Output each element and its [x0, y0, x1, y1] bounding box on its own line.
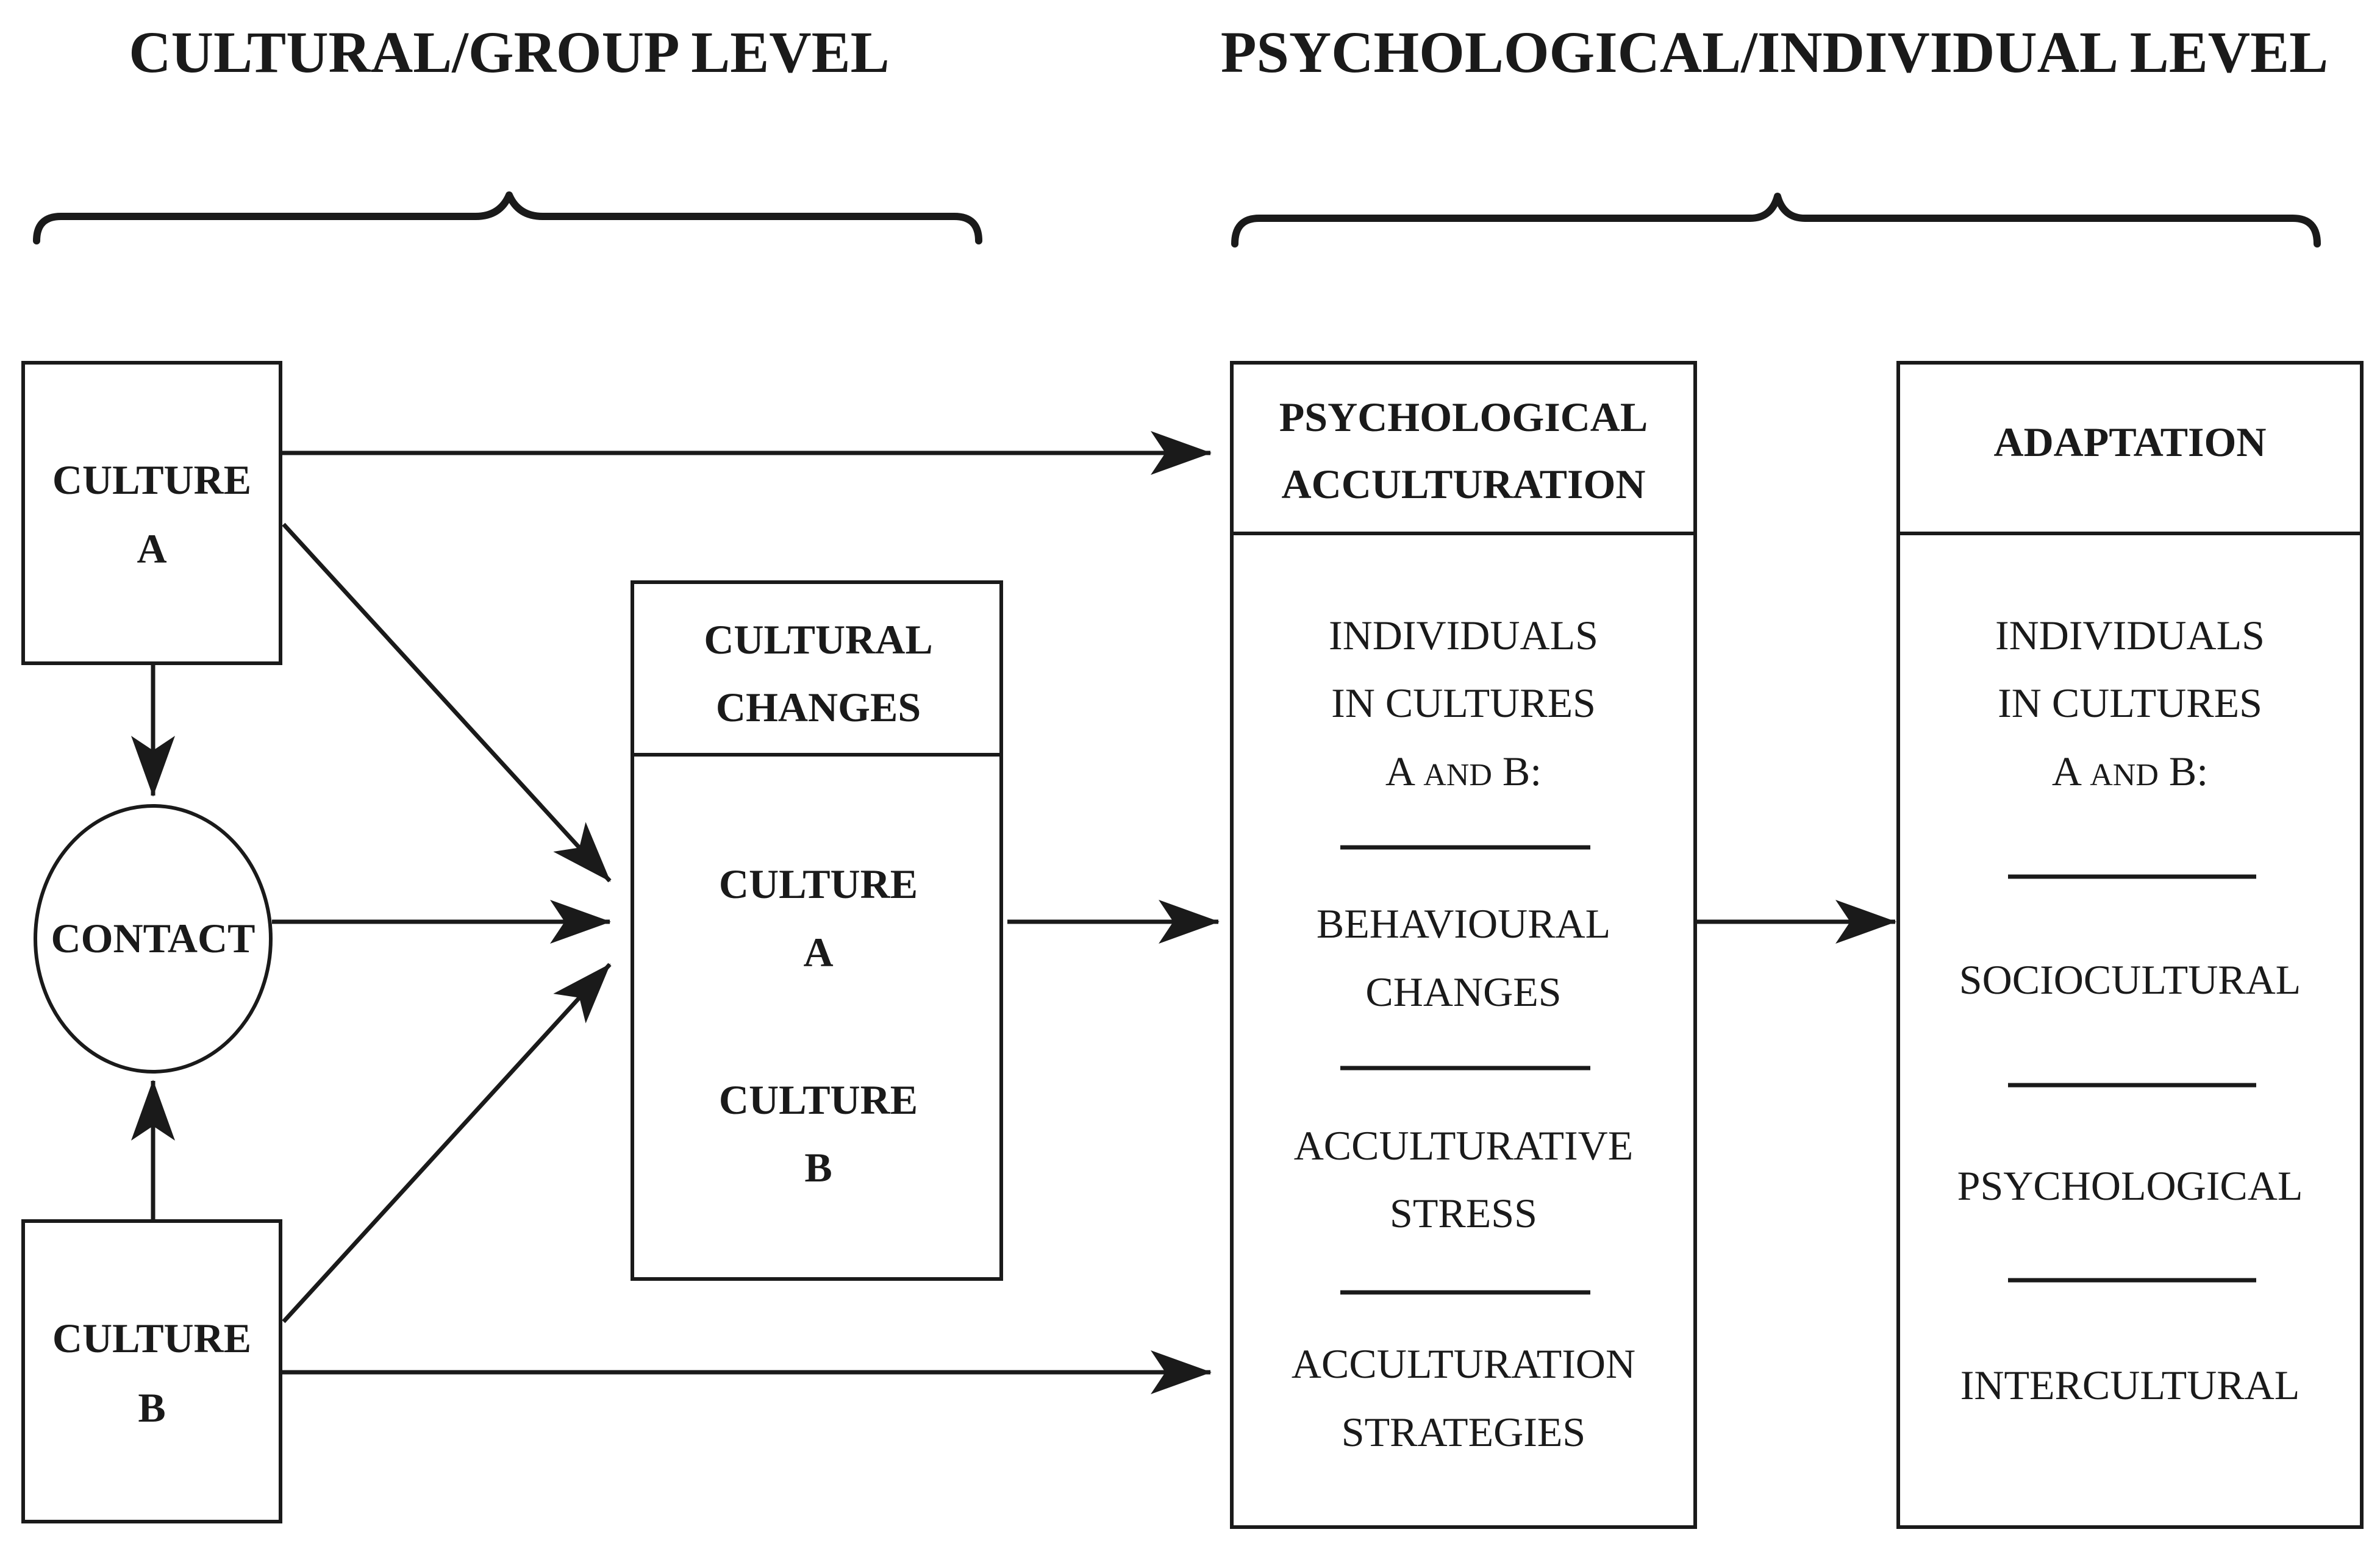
cultural-changes-title-line2: CHANGES — [716, 684, 921, 730]
cultural-changes-box-border — [631, 580, 1003, 1281]
cultural-changes-box: CULTURAL CHANGES CULTURE A CULTURE B — [631, 580, 1003, 1281]
psychological-acculturation-intro-line1: INDIVIDUALS — [1329, 612, 1598, 658]
culture-b-box: CULTURE B — [21, 1219, 282, 1523]
heading-psychological-individual-level: PSYCHOLOGICAL/INDIVIDUAL LEVEL — [1221, 20, 2328, 85]
adaptation-box: ADAPTATION INDIVIDUALS IN CULTURES A AND… — [1896, 361, 2364, 1529]
culture-a-box: CULTURE A — [21, 361, 282, 665]
adaptation-intro-a: A — [2052, 748, 2090, 794]
psychological-acculturation-intro-and: AND — [1423, 758, 1492, 793]
arrow-culture-b-to-cultural-changes — [282, 963, 612, 1323]
behavioural-changes-line2: CHANGES — [1365, 969, 1561, 1015]
cultural-changes-culture-a-line2: A — [803, 929, 833, 975]
brace-psychological-individual — [1231, 193, 2321, 248]
contact-label: CONTACT — [51, 915, 256, 961]
culture-a-label-line2: A — [137, 525, 166, 572]
contact-node: CONTACT — [34, 804, 273, 1074]
cultural-changes-title-line1: CULTURAL — [704, 616, 932, 663]
psychological-acculturation-intro-b: B: — [1492, 748, 1542, 794]
acculturative-stress-line1: ACCULTURATIVE — [1294, 1122, 1634, 1169]
adaptation-sociocultural: SOCIOCULTURAL — [1959, 956, 2301, 1003]
psychological-acculturation-intro-a: A — [1385, 748, 1423, 794]
acculturative-stress-line2: STRESS — [1390, 1190, 1537, 1236]
psychological-acculturation-box: PSYCHOLOGICAL ACCULTURATION INDIVIDUALS … — [1230, 361, 1697, 1529]
adaptation-intro-line2: IN CULTURES — [1998, 680, 2262, 726]
psychological-acculturation-intro-line2: IN CULTURES — [1331, 680, 1596, 726]
adaptation-intro-and: AND — [2090, 758, 2159, 793]
acculturation-strategies-line2: STRATEGIES — [1342, 1409, 1585, 1455]
cultural-changes-culture-b-line2: B — [804, 1144, 832, 1191]
arrow-culture-a-to-cultural-changes — [282, 522, 612, 883]
culture-b-label-line2: B — [138, 1384, 165, 1431]
culture-a-box-border — [21, 361, 282, 665]
adaptation-intercultural: INTERCULTURAL — [1960, 1362, 2300, 1408]
cultural-changes-culture-a-line1: CULTURE — [719, 861, 918, 907]
behavioural-changes-line1: BEHAVIOURAL — [1317, 900, 1610, 947]
heading-cultural-group-level: CULTURAL/GROUP LEVEL — [129, 20, 889, 85]
adaptation-intro-line1: INDIVIDUALS — [1995, 612, 2265, 658]
adaptation-psychological: PSYCHOLOGICAL — [1957, 1163, 2303, 1209]
contact-circle — [34, 804, 273, 1074]
acculturation-strategies-line1: ACCULTURATION — [1292, 1341, 1635, 1387]
adaptation-intro-line3: A AND B: — [2052, 748, 2208, 794]
adaptation-intro-b: B: — [2159, 748, 2208, 794]
adaptation-box-border — [1896, 361, 2364, 1529]
culture-b-box-border — [21, 1219, 282, 1523]
psychological-acculturation-box-border — [1230, 361, 1697, 1529]
adaptation-title: ADAPTATION — [1993, 419, 2266, 465]
culture-b-label-line1: CULTURE — [52, 1315, 251, 1361]
brace-cultural-group — [33, 191, 982, 244]
psychological-acculturation-intro-line3: A AND B: — [1385, 748, 1542, 794]
psychological-acculturation-title-line1: PSYCHOLOGICAL — [1279, 394, 1648, 440]
cultural-changes-culture-b-line1: CULTURE — [719, 1077, 918, 1123]
psychological-acculturation-title-line2: ACCULTURATION — [1282, 461, 1646, 507]
culture-a-label-line1: CULTURE — [52, 457, 251, 503]
